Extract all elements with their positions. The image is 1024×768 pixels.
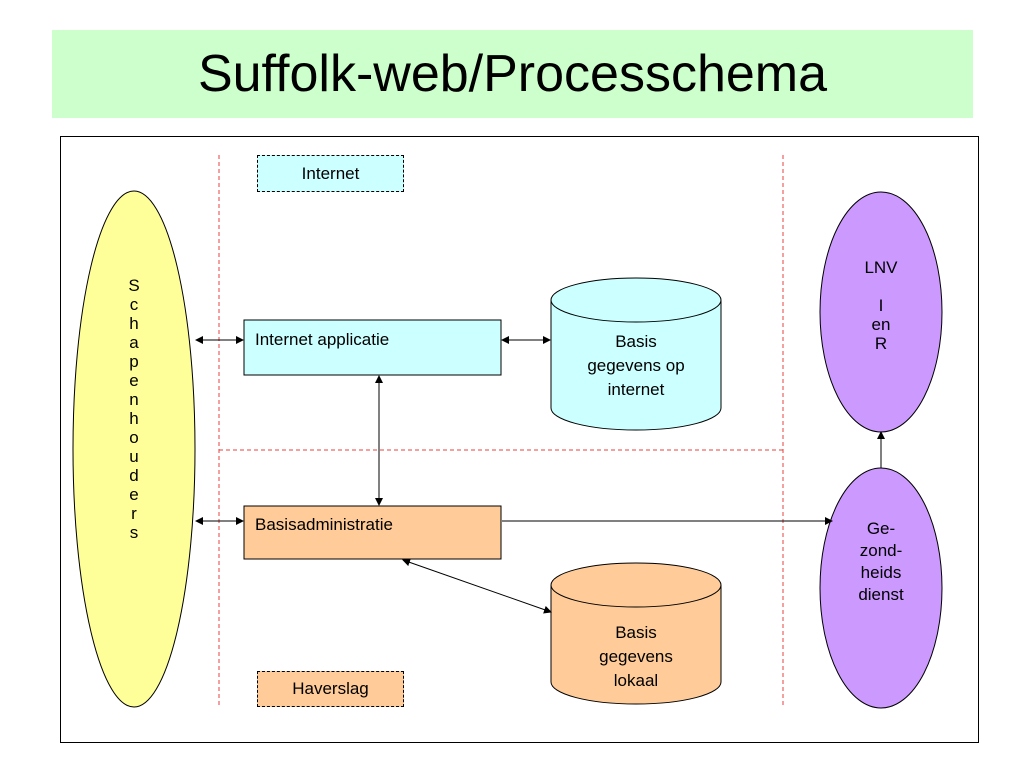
schapenhouders-letter: h xyxy=(129,409,139,428)
schapenhouders-letter: S xyxy=(128,276,140,295)
database-internet-line: Basis xyxy=(615,332,657,351)
gezondheidsdienst-line: Ge- xyxy=(866,519,896,538)
database-internet-label: Basis gegevens op internet xyxy=(551,326,721,406)
basisadministratie-label: Basisadministratie xyxy=(255,515,495,537)
schapenhouders-letter: h xyxy=(129,314,139,333)
database-lokaal-label: Basis gegevens lokaal xyxy=(551,617,721,697)
zone-label-haverslag-text: Haverslag xyxy=(292,679,369,698)
database-lokaal xyxy=(550,562,722,705)
basisadministratie-box xyxy=(243,505,502,560)
schapenhouders-letter: r xyxy=(131,504,137,523)
gezondheidsdienst-line: dienst xyxy=(858,585,904,604)
page-title: Suffolk-web/Processchema xyxy=(197,45,828,103)
database-lokaal-line: gegevens xyxy=(599,647,673,666)
lnv-line xyxy=(841,277,921,296)
zone-label-internet: Internet xyxy=(257,155,404,192)
schapenhouders-letter: n xyxy=(129,390,139,409)
lnv-line: en xyxy=(871,315,891,334)
schapenhouders-letter: a xyxy=(129,333,139,352)
lnv-line: I xyxy=(878,296,884,315)
diagram-frame xyxy=(60,136,979,743)
database-internet-line: gegevens op xyxy=(587,356,685,375)
zone-label-internet-text: Internet xyxy=(301,163,360,183)
schapenhouders-letter: e xyxy=(129,371,139,390)
gezondheidsdienst-label: Ge- zond- heids dienst xyxy=(841,512,921,612)
zone-label-haverslag: Haverslag xyxy=(257,671,404,707)
schapenhouders-letter: o xyxy=(129,428,139,447)
internet-applicatie-text: Internet applicatie xyxy=(255,330,390,349)
internet-applicatie-label: Internet applicatie xyxy=(255,330,495,352)
gezondheidsdienst-line: heids xyxy=(860,563,902,582)
lnv-line: LNV xyxy=(864,258,898,277)
database-lokaal-line: Basis xyxy=(615,623,657,642)
database-internet-line: internet xyxy=(607,380,665,399)
lnv-line: R xyxy=(874,334,888,353)
lnv-label: LNV I en R xyxy=(841,258,921,388)
internet-applicatie-box xyxy=(243,319,502,376)
schapenhouders-label: S c h a p e n h o u d e r s xyxy=(114,276,154,656)
schapenhouders-letter: c xyxy=(129,295,139,314)
schapenhouders-letter: d xyxy=(129,466,139,485)
schapenhouders-letter: s xyxy=(129,523,139,542)
gezondheidsdienst-line: zond- xyxy=(859,541,903,560)
schapenhouders-letter: e xyxy=(129,485,139,504)
title-banner: Suffolk-web/Processchema xyxy=(52,30,973,118)
schapenhouders-actor xyxy=(72,190,196,708)
schapenhouders-letter: u xyxy=(129,447,139,466)
database-internet xyxy=(550,277,722,431)
basisadministratie-text: Basisadministratie xyxy=(255,515,393,534)
schapenhouders-letter: p xyxy=(129,352,139,371)
arrow-basisadministratie-database-lokaal xyxy=(402,558,552,614)
database-lokaal-line: lokaal xyxy=(613,671,659,690)
